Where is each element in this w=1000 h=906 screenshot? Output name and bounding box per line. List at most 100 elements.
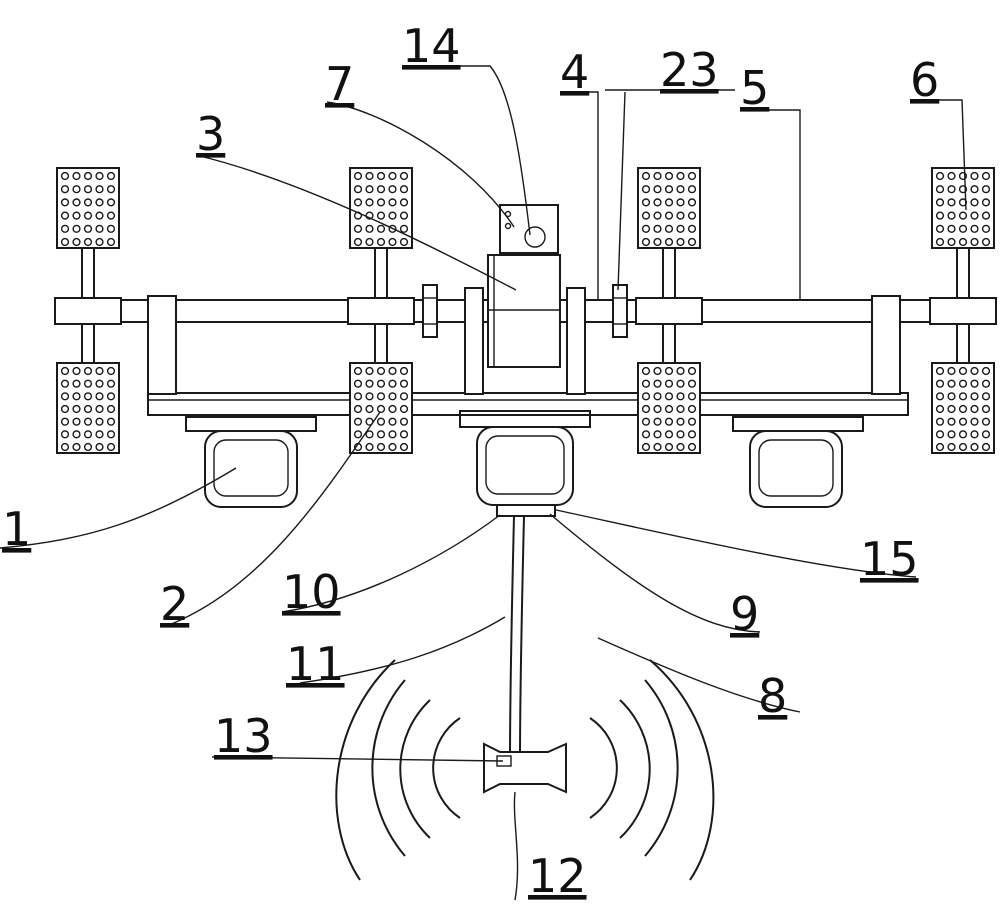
paddle-hole (95, 171, 104, 181)
paddle-hole (981, 404, 991, 414)
paddle-hole (687, 392, 697, 401)
paddle-hole (653, 417, 662, 426)
paddle-hole (981, 442, 991, 452)
paddle-hole (653, 404, 662, 414)
paddle-hole (958, 211, 968, 220)
paddle-hole (641, 366, 651, 376)
paddle-hole (72, 392, 81, 401)
paddle-hole (353, 237, 363, 247)
label-5: 5 (740, 61, 769, 115)
paddle-hole (388, 211, 397, 220)
paddle-hole (958, 366, 968, 376)
paddle-hole (60, 404, 70, 414)
paddle-hole (641, 237, 651, 247)
paddle-hole (106, 392, 116, 401)
paddle-hole (376, 366, 386, 376)
paddle-hole (653, 185, 662, 194)
paddle-hole (641, 430, 651, 439)
paddle-hole (376, 171, 386, 181)
paddle-hole (958, 417, 968, 426)
paddle-hole (106, 171, 116, 181)
paddle-hole (653, 442, 662, 452)
paddle-hole (399, 366, 409, 376)
paddle-hole (687, 379, 697, 388)
paddle-hole (60, 224, 70, 233)
paddle-hole (399, 198, 409, 207)
paddle-hole (388, 379, 397, 388)
paddle-hole (353, 224, 363, 233)
paddle-hole (947, 198, 956, 207)
paddle-hole (641, 211, 651, 220)
paddle-hole (958, 404, 968, 414)
paddle-wheel-3 (635, 167, 703, 454)
paddle-hole (687, 404, 697, 414)
paddle-hole (72, 417, 81, 426)
paddle-hole (376, 237, 386, 247)
paddle-hole (106, 185, 116, 194)
paddle-hole (687, 430, 697, 439)
paddle-hole (399, 392, 409, 401)
label-6: 6 (910, 53, 939, 107)
paddle-hole (664, 430, 674, 439)
paddle-hole (83, 417, 93, 426)
paddle-hole (970, 211, 979, 220)
paddle-hole (935, 430, 945, 439)
paddle-hole (72, 442, 81, 452)
paddle-hole (641, 404, 651, 414)
paddle-hole (653, 171, 662, 181)
paddle-hole (935, 224, 945, 233)
paddle-hole (641, 198, 651, 207)
paddle-hole (353, 171, 363, 181)
paddle-hole (970, 430, 979, 439)
paddle-hole (388, 417, 397, 426)
paddle-hole (947, 185, 956, 194)
paddle-hole (106, 417, 116, 426)
paddle-hole (72, 237, 81, 247)
paddle-hole (365, 171, 374, 181)
paddle-hole (365, 404, 374, 414)
paddle-hole (641, 442, 651, 452)
paddle-holes (353, 171, 409, 247)
paddle-hole (365, 442, 374, 452)
paddle-hole (935, 417, 945, 426)
paddle-hole (676, 417, 685, 426)
paddle-hole (664, 404, 674, 414)
paddle-hole (95, 237, 104, 247)
paddle-hole (947, 366, 956, 376)
paddle-hole (970, 224, 979, 233)
paddle-holes (60, 366, 116, 452)
paddle-hole (947, 404, 956, 414)
paddle-hole (95, 198, 104, 207)
label-14: 14 (402, 19, 461, 73)
paddle-hole (958, 442, 968, 452)
paddle-hole (95, 379, 104, 388)
paddle-hole (106, 198, 116, 207)
paddle-wheel-2 (347, 167, 415, 454)
paddle-hole (947, 392, 956, 401)
paddle-hole (958, 379, 968, 388)
paddle-hole (72, 366, 81, 376)
paddle-hole (664, 442, 674, 452)
paddle-hole (653, 237, 662, 247)
label-11: 11 (286, 637, 345, 691)
paddle-hole (970, 198, 979, 207)
paddle-hole (935, 237, 945, 247)
paddle-hole (935, 198, 945, 207)
paddle-hole (95, 366, 104, 376)
paddle-hole (687, 171, 697, 181)
paddle-hole (365, 224, 374, 233)
paddle-hole (981, 379, 991, 388)
paddle-hole (95, 417, 104, 426)
paddle-hole (676, 237, 685, 247)
paddle-hole (958, 237, 968, 247)
paddle-hole (365, 185, 374, 194)
label-23: 23 (660, 43, 719, 97)
paddle-hole (958, 224, 968, 233)
paddle-hole (676, 171, 685, 181)
paddle-hole (958, 171, 968, 181)
leader-lines (0, 65, 967, 901)
paddle-hole (947, 211, 956, 220)
float-right (732, 416, 864, 508)
paddle-hole (376, 404, 386, 414)
paddle-hole (376, 224, 386, 233)
